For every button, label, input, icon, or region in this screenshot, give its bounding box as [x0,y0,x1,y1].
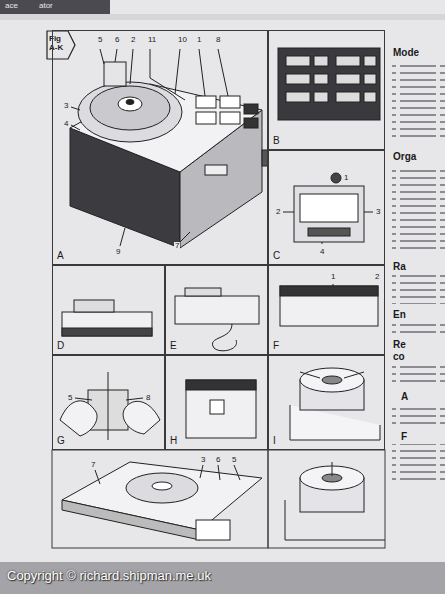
callout-number: 3 [63,102,69,110]
callout-number: 9 [115,248,121,256]
figure-panel: A [52,30,268,265]
section-heading: F [400,432,408,442]
callout-number: 1 [343,174,349,182]
callout-number: 4 [319,248,325,256]
open-deck-figure [62,462,262,540]
panel-letter: E [170,341,177,351]
callout-number: 8 [145,394,151,402]
callout-number: 5 [97,36,103,44]
section-heading: Ra [392,262,407,272]
control-panel-figure [278,48,380,120]
callout-number: 1 [330,273,336,281]
panel-letter: B [273,136,280,146]
tape-threading-figure [60,372,160,440]
section-heading: Re [392,340,407,350]
section-heading: Orga [392,152,417,162]
panel-letter: G [57,436,65,446]
panel-letter: H [170,436,177,446]
reel-figure [290,368,380,440]
callout-number: 7 [90,461,96,469]
figure-panel: D [52,265,165,355]
callout-number: 11 [147,36,157,44]
header-fragment: ace [4,2,19,10]
callout-number: 5 [231,456,237,464]
callout-number: 1 [196,36,202,44]
header-fragment: ator [38,2,54,10]
callout-number: 3 [200,456,206,464]
section-heading: A [400,392,409,402]
figure-panel: E [165,265,268,355]
panel-letter: D [57,341,64,351]
tape-machine-figure [70,49,268,248]
device-front-figure [283,173,373,244]
figure-panel: B [268,30,385,150]
panel-letter: A [57,251,64,261]
figure-tag: Fig A-K [46,30,76,60]
figure-panel: I [268,355,385,450]
callout-number: 7 [174,242,180,250]
panel-letter: C [273,251,280,261]
callout-number: 2 [374,273,380,281]
callout-number: 5 [67,394,73,402]
panel-letter: F [273,341,279,351]
watermark: Copyright © richard.shipman.me.uk [6,569,212,582]
figure-panel: C [268,150,385,265]
header-strip [0,0,110,14]
reel-core-figure [285,462,385,540]
panel-letter: I [273,436,276,446]
page-shadow [0,14,445,20]
callout-number: 2 [130,36,136,44]
callout-number: 8 [215,36,221,44]
deck-front-figure [280,284,378,326]
cabinet-figure [186,380,256,438]
panel-grid [52,450,385,548]
callout-number: 6 [114,36,120,44]
section-heading: co [392,352,406,362]
callout-number: 6 [215,456,221,464]
callout-number: 10 [177,36,188,44]
deck-side-figure [62,300,152,336]
deck-cable-figure [175,288,259,351]
callout-number: 2 [275,208,281,216]
callout-number: 4 [63,120,69,128]
figure-panel: F [268,265,385,355]
section-heading: En [392,310,407,320]
figure-panel: G [52,355,165,450]
callout-number: 3 [375,208,381,216]
paper [0,0,445,562]
section-heading: Mode [392,48,420,58]
body-text-texture [392,62,445,484]
figure-panel: H [165,355,268,450]
